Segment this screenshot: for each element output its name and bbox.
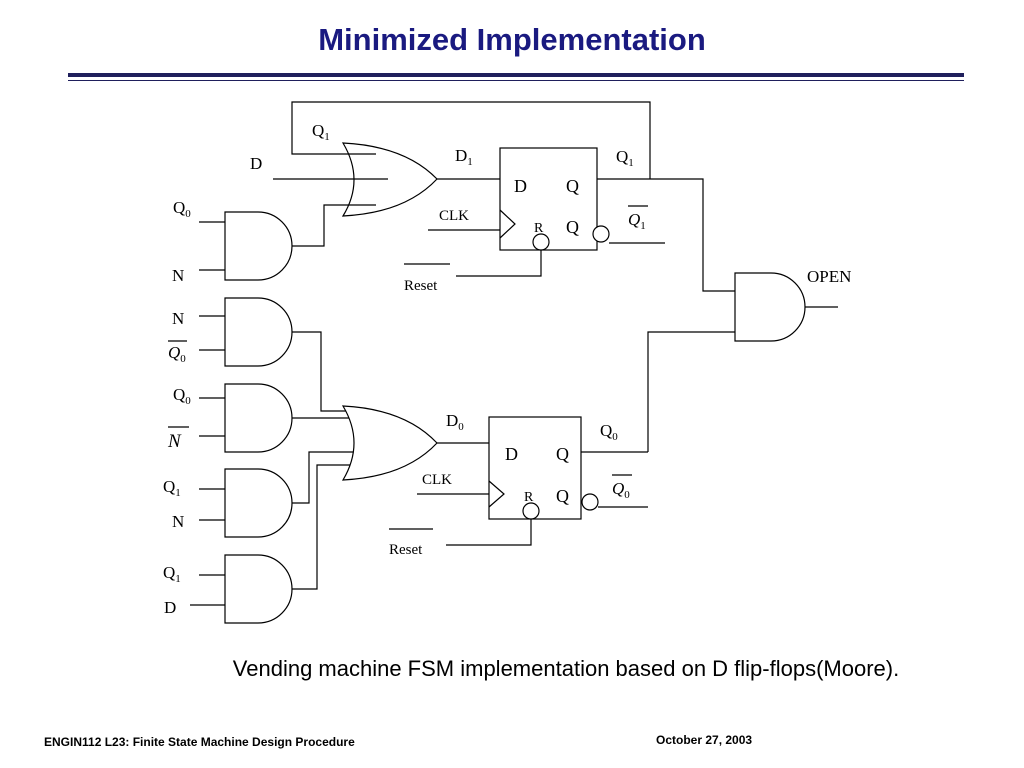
ff1-q-label: Q — [566, 176, 579, 196]
label-d1-input: D1 — [455, 146, 473, 168]
ff1-reset-label: Reset — [404, 278, 438, 294]
label-q0-top: Q0 — [173, 198, 191, 220]
wire-and5-out — [292, 464, 357, 590]
wire-and4-out — [292, 451, 368, 504]
wire-q1-feedback — [291, 101, 651, 179]
slide-caption: Vending machine FSM implementation based… — [232, 656, 900, 681]
flip-flop-1 — [499, 147, 598, 251]
label-d0-input: D0 — [446, 411, 464, 433]
label-n-top: N — [172, 266, 184, 285]
and-gate-3 — [224, 383, 293, 453]
label-d-top: D — [250, 154, 262, 173]
label-n-and2: N — [172, 309, 184, 328]
label-n-and4: N — [172, 512, 184, 531]
slide-title: Minimized Implementation — [318, 22, 706, 57]
ff0-r-label: R — [524, 490, 534, 505]
label-q1-feedback: Q1 — [312, 121, 330, 143]
ff1-qbar-label: Q — [566, 217, 579, 237]
label-nbar-and3: N — [167, 431, 182, 452]
label-q0bar-output: Q0 — [612, 479, 630, 501]
title-rule-thin — [68, 80, 964, 81]
label-q1-and5: Q1 — [163, 563, 181, 585]
wire-reset-1 — [456, 250, 542, 277]
label-open: OPEN — [807, 267, 851, 286]
label-d-and5: D — [164, 598, 176, 617]
ff1-r-label: R — [534, 221, 544, 236]
ff0-d-label: D — [505, 444, 518, 464]
title-rule-thick — [68, 73, 964, 77]
and-gate-4 — [224, 468, 293, 538]
flip-flop-0 — [488, 416, 582, 520]
footer-course: ENGIN112 L23: Finite State Machine Desig… — [44, 735, 355, 749]
and-gate-2 — [224, 297, 293, 367]
wire-q1-open — [653, 178, 735, 292]
label-q0bar-and2: Q0 — [168, 343, 186, 365]
wire-q0-open — [647, 331, 735, 452]
and-gate-open — [734, 272, 806, 342]
qbar-bubble-1 — [592, 225, 610, 243]
reset-bubble-0 — [522, 502, 540, 520]
and-gate-5 — [224, 554, 293, 624]
ff0-q-label: Q — [556, 444, 569, 464]
label-q0-and3: Q0 — [173, 385, 191, 407]
label-q0-output: Q0 — [600, 421, 618, 443]
qbar-bubble-0 — [581, 493, 599, 511]
label-q1-and4: Q1 — [163, 477, 181, 499]
or-gate-bottom — [341, 405, 438, 481]
ff1-clk-label: CLK — [439, 208, 469, 224]
ff0-qbar-label: Q — [556, 486, 569, 506]
wire-reset-0 — [446, 519, 532, 546]
or-gate-top — [341, 142, 438, 217]
footer-date: October 27, 2003 — [656, 733, 753, 747]
wire-and-top-out — [292, 204, 376, 247]
and-gate-top — [224, 211, 293, 281]
ff0-reset-label: Reset — [389, 542, 423, 558]
wire-and2-out — [292, 331, 357, 412]
ff1-d-label: D — [514, 176, 527, 196]
reset-bubble-1 — [532, 233, 550, 251]
label-q1-output: Q1 — [616, 147, 634, 169]
ff0-clk-label: CLK — [422, 472, 452, 488]
label-q1bar-output: Q1 — [628, 210, 646, 232]
